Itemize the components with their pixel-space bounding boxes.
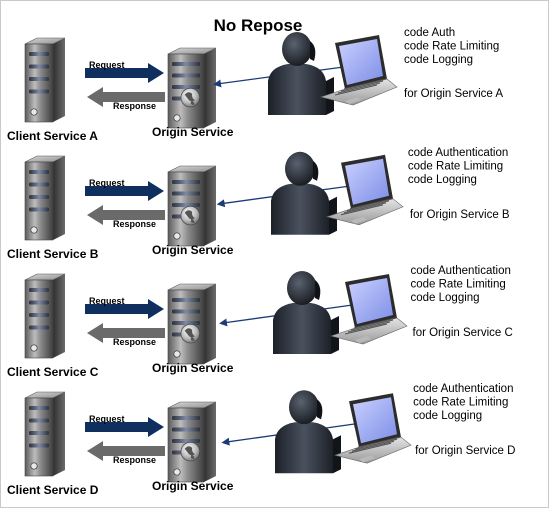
laptop-icon <box>325 154 404 226</box>
origin-service-label: Origin Service <box>152 361 234 375</box>
code-note: code Logging <box>408 174 477 186</box>
target-service-note: for Origin Service A <box>404 88 503 100</box>
code-note: code Auth <box>404 27 455 39</box>
client-service-label: Client Service A <box>7 129 98 143</box>
request-arrow <box>85 181 164 201</box>
request-label: Request <box>89 296 125 306</box>
request-label: Request <box>89 178 125 188</box>
origin-service-label: Origin Service <box>152 479 234 493</box>
target-service-note: for Origin Service D <box>415 445 515 457</box>
server-globe-icon <box>167 401 217 483</box>
code-note: code Rate Limiting <box>404 41 499 53</box>
response-label: Response <box>113 455 156 465</box>
laptop-icon <box>333 393 412 464</box>
person-silhouette-icon <box>273 271 339 354</box>
request-label: Request <box>89 60 125 70</box>
server-tower-icon <box>24 37 66 123</box>
diagram-title: No Repose <box>214 16 303 35</box>
person-silhouette-icon <box>268 32 334 115</box>
server-globe-icon <box>167 283 217 365</box>
code-note: code Authentication <box>413 383 513 395</box>
server-tower-icon <box>24 155 66 241</box>
server-globe-icon <box>167 47 217 129</box>
code-note: code Rate Limiting <box>413 397 508 409</box>
response-label: Response <box>113 101 156 111</box>
target-service-note: for Origin Service C <box>413 327 513 339</box>
code-note: code Rate Limiting <box>411 279 506 291</box>
response-label: Response <box>113 337 156 347</box>
code-note: code Authentication <box>411 265 511 277</box>
client-service-label: Client Service D <box>7 483 99 497</box>
response-arrow <box>87 323 165 343</box>
code-note: code Logging <box>413 410 482 422</box>
laptop-icon <box>329 274 408 345</box>
laptop-icon <box>319 35 398 106</box>
code-note: code Rate Limiting <box>408 161 503 173</box>
server-globe-icon <box>167 165 217 247</box>
response-arrow <box>87 87 165 107</box>
response-label: Response <box>113 219 156 229</box>
response-arrow <box>87 441 165 461</box>
code-note: code Authentication <box>408 147 508 159</box>
request-arrow <box>85 299 164 319</box>
code-note: code Logging <box>404 54 473 66</box>
person-silhouette-icon <box>275 390 341 474</box>
code-note: code Logging <box>411 292 480 304</box>
person-silhouette-icon <box>271 151 337 235</box>
server-tower-icon <box>24 391 66 477</box>
request-label: Request <box>89 414 125 424</box>
client-service-label: Client Service B <box>7 247 99 261</box>
request-arrow <box>85 63 164 83</box>
request-arrow <box>85 417 164 437</box>
response-arrow <box>87 205 165 225</box>
origin-service-label: Origin Service <box>152 125 234 139</box>
target-service-note: for Origin Service B <box>410 209 510 221</box>
server-tower-icon <box>24 273 66 359</box>
client-service-label: Client Service C <box>7 365 99 379</box>
origin-service-label: Origin Service <box>152 243 234 257</box>
